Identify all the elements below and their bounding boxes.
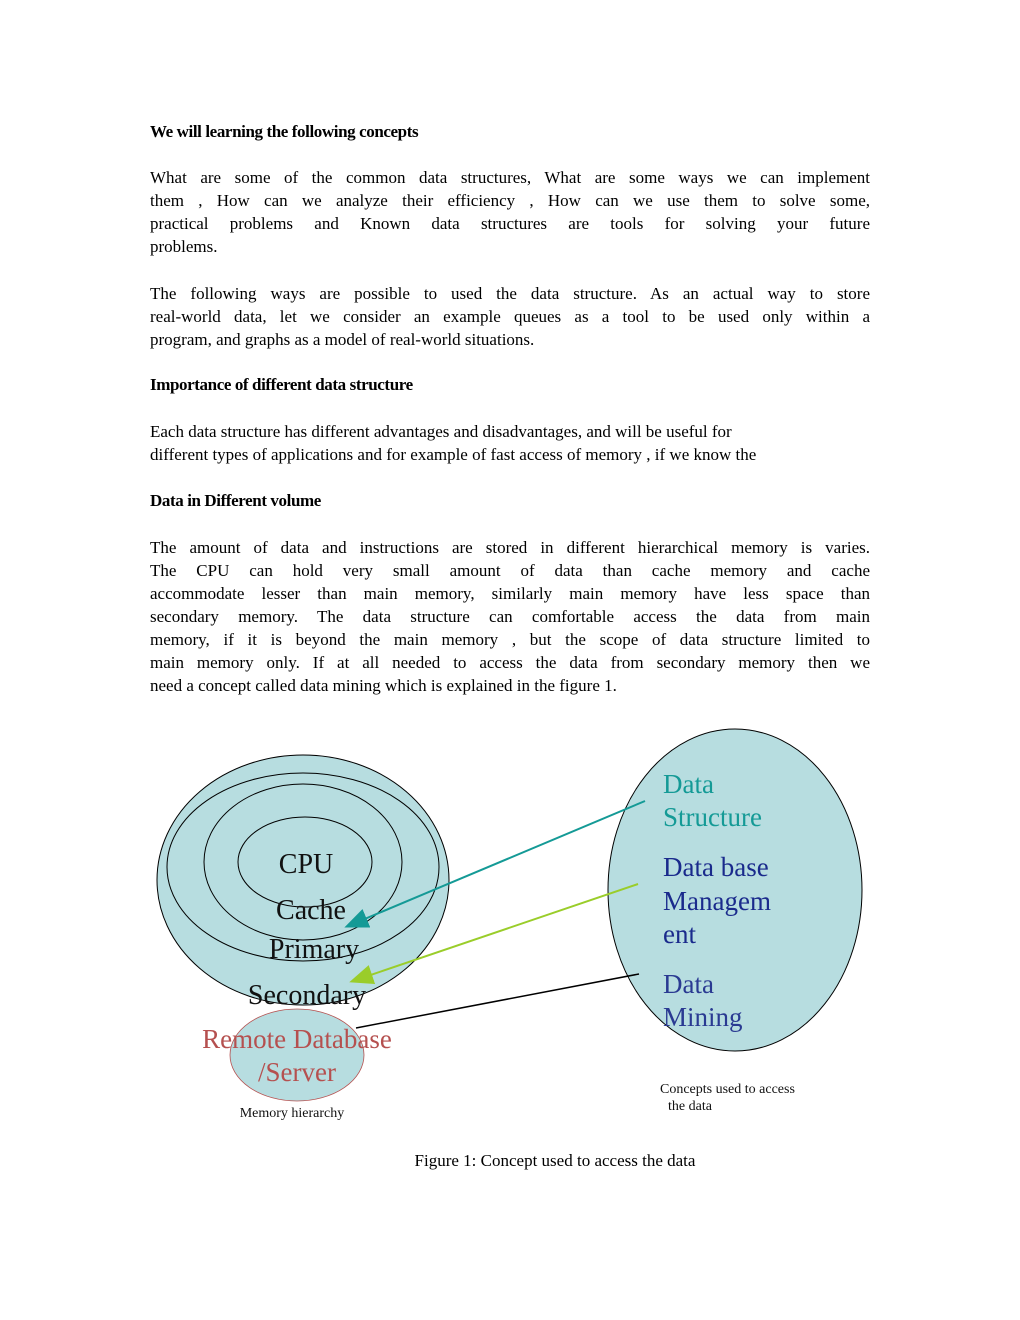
text-line: need a concept called data mining which …	[150, 676, 617, 695]
text-line: The following ways are possible to used …	[150, 284, 870, 303]
label-data-mining-1: Data	[663, 969, 714, 999]
label-dbms-2: Managem	[663, 886, 771, 916]
arrow-data-structure-to-cache	[344, 800, 646, 928]
text-line: memory, if it is beyond the main memory …	[150, 630, 870, 649]
label-dbms-1: Data base	[663, 852, 769, 882]
label-cpu: CPU	[279, 849, 333, 880]
label-secondary: Secondary	[248, 980, 366, 1011]
label-dbms-3: ent	[663, 919, 696, 949]
memory-hierarchy-diagram	[156, 754, 450, 1102]
label-data-mining-2: Mining	[663, 1002, 743, 1032]
text-line: The CPU can hold very small amount of da…	[150, 561, 870, 580]
text-line: practical problems and Known data struct…	[150, 214, 870, 233]
figure-caption: Figure 1: Concept used to access the dat…	[414, 1151, 696, 1170]
label-memory-hierarchy: Memory hierarchy	[240, 1106, 345, 1121]
heading-data-volume: Data in Different volume	[150, 491, 321, 510]
paragraph-data-volume: The amount of data and instructions are …	[150, 536, 870, 697]
paragraph-importance: Each data structure has different advant…	[150, 420, 870, 466]
text-line: Each data structure has different advant…	[150, 422, 732, 441]
text-line: accommodate lesser than main memory, sim…	[150, 584, 870, 603]
label-remote-database: Remote Database	[202, 1024, 392, 1054]
cpu-ellipse	[237, 816, 373, 908]
concepts-ellipse	[607, 728, 863, 1052]
primary-ellipse	[166, 772, 440, 962]
text-line: main memory only. If at all needed to ac…	[150, 653, 870, 672]
label-data-structure-1: Data	[663, 769, 714, 799]
remote-server-ellipse	[229, 1008, 365, 1102]
label-concepts-1: Concepts used to access	[660, 1082, 795, 1097]
heading-importance: Importance of different data structure	[150, 375, 413, 394]
arrow-dbms-to-secondary	[349, 883, 639, 985]
heading-learning-concepts: We will learning the following concepts	[150, 122, 419, 141]
paragraph-ways: The following ways are possible to used …	[150, 282, 870, 351]
label-cache: Cache	[276, 895, 346, 926]
text-line: them , How can we analyze their efficien…	[150, 191, 870, 210]
label-primary: Primary	[269, 934, 359, 965]
text-line: program, and graphs as a model of real-w…	[150, 330, 535, 349]
paragraph-concepts: What are some of the common data structu…	[150, 166, 870, 258]
label-concepts-2: the data	[668, 1099, 713, 1114]
text-line: secondary memory. The data structure can…	[150, 607, 870, 626]
text-line: What are some of the common data structu…	[150, 168, 870, 187]
text-line: The amount of data and instructions are …	[150, 538, 870, 557]
cache-ellipse	[203, 783, 403, 941]
text-line: problems.	[150, 237, 218, 256]
line-data-mining-to-remote	[355, 973, 640, 1029]
text-line: real-world data, let we consider an exam…	[150, 307, 870, 326]
label-data-structure-2: Structure	[663, 802, 762, 832]
secondary-ellipse	[156, 754, 450, 1006]
label-server: /Server	[258, 1057, 336, 1087]
text-line: different types of applications and for …	[150, 445, 757, 464]
